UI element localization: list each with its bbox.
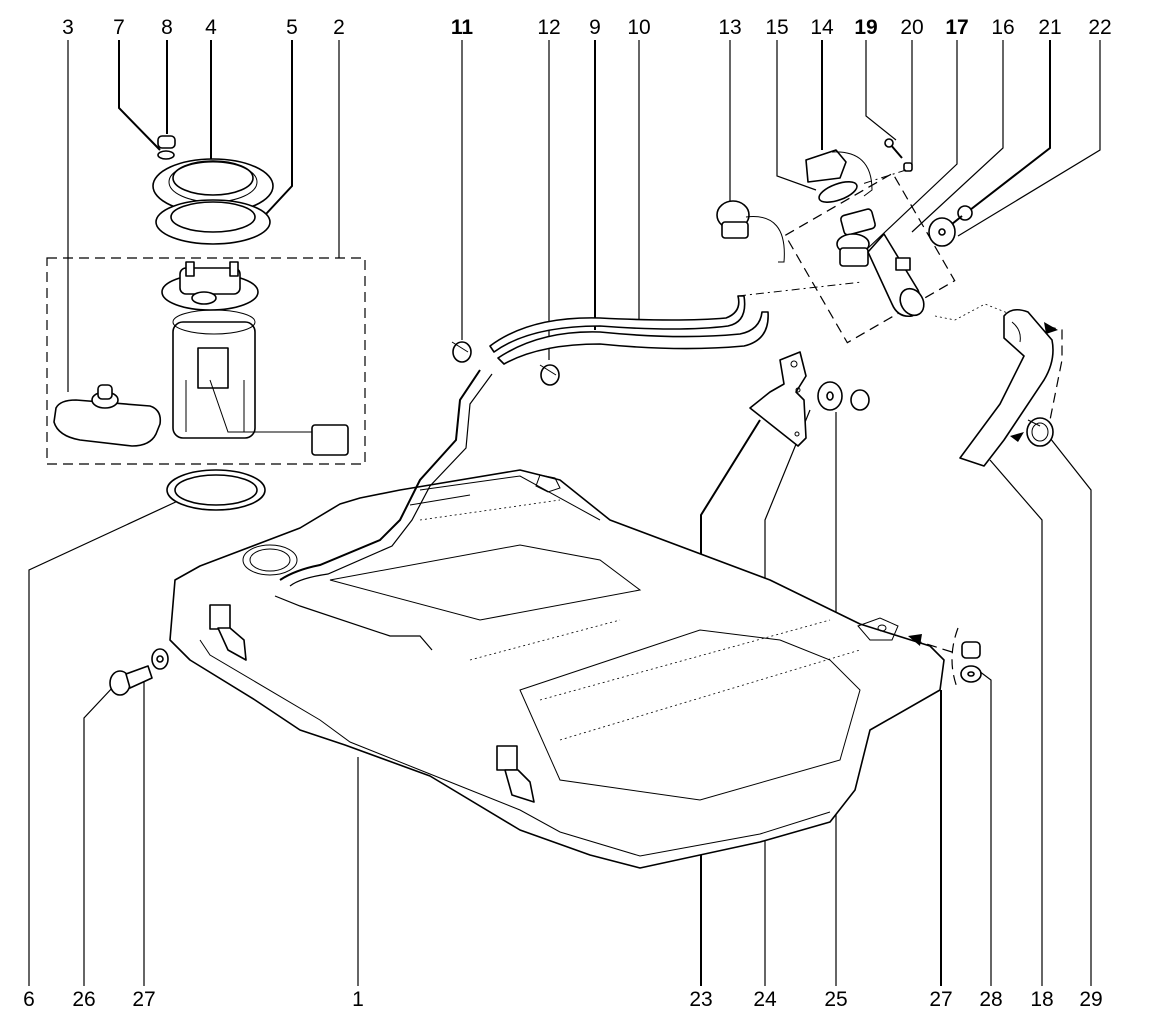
part-6-o-ring bbox=[166, 469, 266, 511]
assembly-arrow-28 bbox=[919, 641, 953, 653]
callouts-bottom: 6 26 27 1 23 24 25 27 28 18 29 bbox=[23, 988, 1103, 1011]
part-14-filler-cap bbox=[805, 149, 873, 197]
part-11-hose-clamp bbox=[451, 341, 472, 363]
callout-11: 11 bbox=[451, 16, 474, 39]
callout-20: 20 bbox=[900, 16, 923, 39]
callout-6: 6 bbox=[23, 988, 35, 1011]
part-27-washer-left bbox=[151, 648, 169, 670]
part-8-nut bbox=[157, 135, 176, 149]
part-3-filter bbox=[53, 384, 162, 447]
callout-16: 16 bbox=[991, 16, 1014, 39]
callout-27-left: 27 bbox=[132, 988, 155, 1011]
part-26-bolt bbox=[109, 665, 153, 696]
part-22-washer bbox=[928, 217, 956, 247]
part-24-washer bbox=[817, 381, 843, 411]
assembly-bracket-28 bbox=[951, 627, 959, 691]
callout-24: 24 bbox=[753, 988, 777, 1011]
part-19-screw bbox=[884, 138, 903, 159]
callout-14: 14 bbox=[810, 16, 834, 39]
assembly-line-hose bbox=[934, 303, 1011, 321]
part-2-module-boundary bbox=[46, 257, 366, 465]
callout-23: 23 bbox=[689, 988, 712, 1011]
part-16-filler-neck bbox=[867, 233, 925, 318]
callout-26: 26 bbox=[72, 988, 95, 1011]
callout-17: 17 bbox=[945, 16, 968, 39]
part-29-hose-clamp bbox=[1026, 417, 1054, 447]
part-15-seal bbox=[818, 181, 858, 203]
callout-19: 19 bbox=[854, 16, 877, 39]
assembly-line-19 bbox=[861, 169, 907, 185]
callout-9: 9 bbox=[589, 16, 601, 39]
callout-10: 10 bbox=[627, 16, 650, 39]
part-18-filler-hose bbox=[959, 308, 1054, 467]
callout-1: 1 bbox=[352, 988, 364, 1011]
part-21-bolt bbox=[951, 205, 973, 225]
callout-12: 12 bbox=[537, 16, 560, 39]
callout-8: 8 bbox=[161, 16, 173, 39]
part-2-fuel-pump bbox=[161, 261, 349, 456]
part-17-valve bbox=[836, 208, 876, 267]
arrow-head-icon bbox=[1010, 432, 1024, 442]
callout-15: 15 bbox=[765, 16, 788, 39]
part-9-fuel-hose bbox=[497, 311, 769, 365]
part-28-nut bbox=[961, 641, 981, 659]
part-5-gasket bbox=[155, 199, 271, 245]
part-13-filler-cap bbox=[716, 200, 785, 263]
assembly-line-pipes bbox=[737, 281, 863, 297]
callout-4: 4 bbox=[205, 16, 217, 39]
callout-2: 2 bbox=[333, 16, 345, 39]
callout-27-right: 27 bbox=[929, 988, 952, 1011]
part-1-fuel-tank bbox=[169, 369, 945, 869]
callout-25: 25 bbox=[824, 988, 847, 1011]
callout-21: 21 bbox=[1038, 16, 1061, 39]
callout-5: 5 bbox=[286, 16, 298, 39]
part-7-washer bbox=[157, 150, 175, 160]
callout-22: 22 bbox=[1088, 16, 1111, 39]
arrow-head-icon bbox=[1044, 322, 1058, 334]
part-12-hose-clamp bbox=[539, 364, 560, 386]
part-23-bracket bbox=[749, 351, 807, 447]
callout-28: 28 bbox=[979, 988, 1002, 1011]
part-25-bushing bbox=[850, 389, 870, 411]
callout-29: 29 bbox=[1079, 988, 1102, 1011]
part-27-washer-right bbox=[960, 665, 982, 683]
callout-18: 18 bbox=[1030, 988, 1053, 1011]
callout-3: 3 bbox=[62, 16, 74, 39]
arrow-head-icon bbox=[908, 634, 922, 646]
part-4-retaining-ring bbox=[152, 158, 274, 214]
callout-7: 7 bbox=[113, 16, 125, 39]
callouts-top: 3 7 8 4 5 2 11 12 9 10 13 15 14 19 20 17… bbox=[62, 16, 1112, 39]
callout-13: 13 bbox=[718, 16, 741, 39]
part-10-vent-hose bbox=[489, 295, 746, 353]
part-20-nut bbox=[903, 162, 913, 172]
